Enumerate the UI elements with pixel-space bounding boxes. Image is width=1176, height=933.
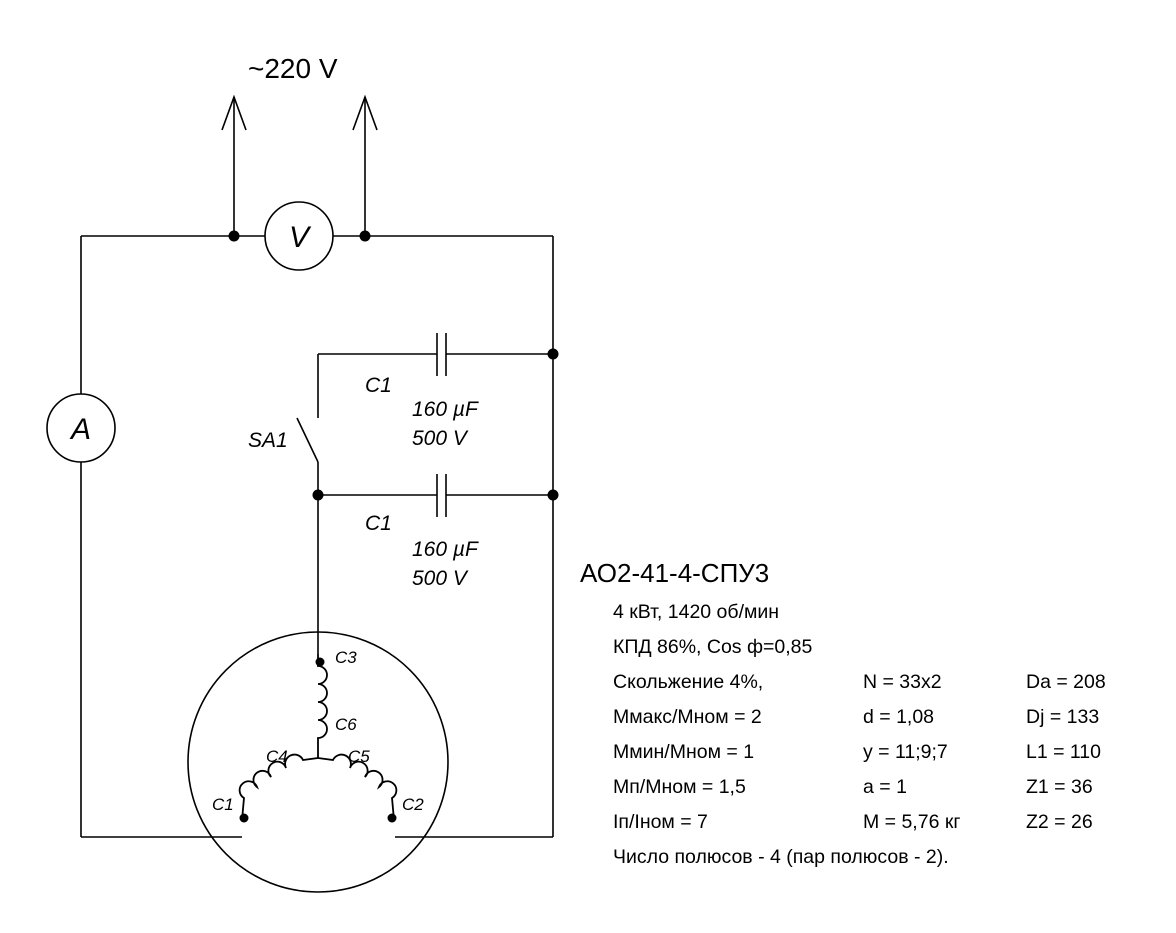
spec-cell: Мп/Мном = 1,5 [613,776,746,798]
supply-voltage-label: ~220 V [248,53,338,84]
ammeter: A [46,393,116,463]
spec-efficiency: КПД 86%, Cos ф=0,85 [613,636,813,658]
motor [187,631,449,893]
spec-cell: d = 1,08 [863,706,935,728]
spec-row: Ммин/Мном = 1 y = 11;9;7 L1 = 110 [580,741,1101,776]
winding-c1-c4 [238,753,319,821]
spec-cell: Dj = 133 [1026,706,1100,728]
spec-row: Ммакс/Мном = 2 d = 1,08 Dj = 133 [580,706,1099,741]
capacitor-bottom-voltage: 500 V [412,567,469,590]
winding-label-c5: C5 [348,747,370,766]
left-wire [80,236,242,838]
capacitor-top-name: C1 [365,374,392,397]
switch-label: SA1 [248,429,288,452]
spec-cell: Ммакс/Мном = 2 [613,706,762,728]
spec-cell: Ммин/Мном = 1 [613,741,755,763]
spec-cell: Z1 = 36 [1026,776,1093,798]
winding-label-c3: C3 [335,648,357,667]
capacitor-bottom-name: C1 [365,512,392,535]
spec-row: Iп/Iном = 7 M = 5,76 кг Z2 = 26 [580,811,1093,846]
switch-sa1 [296,417,319,495]
capacitor-top-capacitance: 160 µF [412,398,479,421]
motor-specs: АО2-41-4-СПУ3 4 кВт, 1420 об/мин КПД 86%… [580,558,1106,881]
winding-c3-c6 [317,654,328,758]
spec-cell: y = 11;9;7 [863,741,948,763]
winding-label-c6: C6 [335,715,357,734]
capacitor-branch-bottom [312,474,553,654]
capacitor-branch-top [317,333,553,418]
winding-label-c2: C2 [402,795,424,814]
spec-row: Мп/Мном = 1,5 a = 1 Z1 = 36 [580,776,1093,811]
capacitor-top-voltage: 500 V [412,427,469,450]
winding-label-c4: C4 [266,747,288,766]
top-wire [81,230,553,242]
spec-cell: L1 = 110 [1026,741,1102,763]
spec-cell: Iп/Iном = 7 [613,811,708,833]
spec-cell: M = 5,76 кг [863,811,961,833]
voltmeter-symbol: V [289,221,312,254]
winding-c2-c5 [317,753,398,821]
spec-cell: Da = 208 [1026,671,1106,693]
spec-cell: a = 1 [863,776,907,798]
supply-arrows [221,94,378,236]
capacitor-bottom-capacitance: 160 µF [412,538,479,561]
right-wire [395,236,559,838]
voltmeter: V [264,201,334,271]
spec-power: 4 кВт, 1420 об/мин [613,601,780,623]
ammeter-symbol: A [69,413,91,446]
spec-cell: Z2 = 26 [1026,811,1093,833]
spec-poles: Число полюсов - 4 (пар полюсов - 2). [613,846,949,868]
motor-model: АО2-41-4-СПУ3 [580,558,770,588]
spec-cell: Скольжение 4%, [613,671,764,693]
spec-cell: N = 33x2 [863,671,942,693]
spec-row: Скольжение 4%, N = 33x2 Da = 208 [580,671,1106,706]
winding-label-c1: C1 [212,795,234,814]
